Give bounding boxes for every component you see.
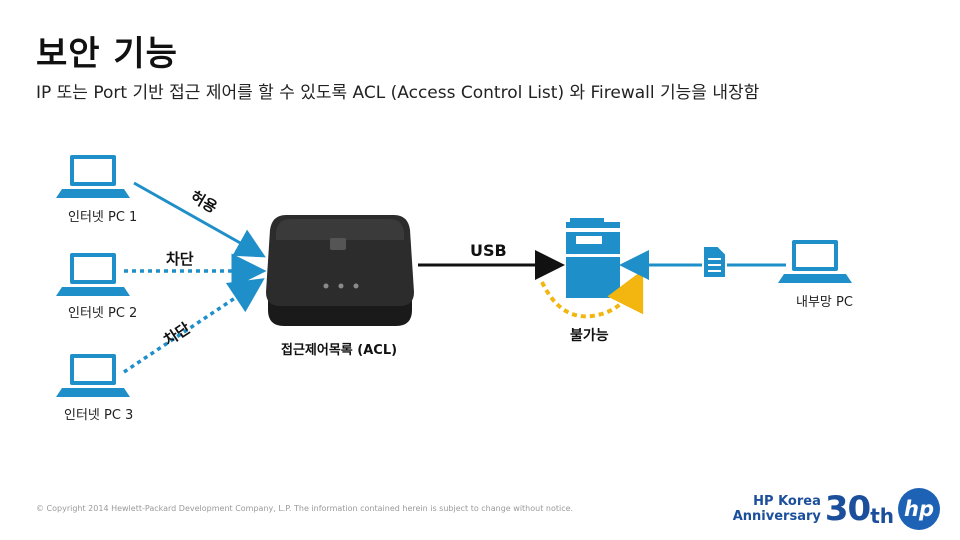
hp-logo-icon: hp	[898, 488, 940, 530]
copyright-text: © Copyright 2014 Hewlett-Packard Develop…	[36, 504, 574, 513]
document-icon	[702, 245, 727, 279]
logo-suffix: th	[870, 504, 894, 528]
allow-label: 허용	[187, 187, 220, 216]
allow-arrow	[133, 181, 266, 258]
logo-text: HP Korea Anniversary	[733, 494, 821, 524]
block-arrow-2	[123, 278, 265, 374]
logo-line1: HP Korea	[753, 494, 821, 509]
hp-mini-logo-icon	[330, 238, 346, 250]
logo-line2: Anniversary	[732, 509, 821, 524]
usb-label: USB	[470, 241, 507, 260]
pc1-label: 인터넷 PC 1	[68, 210, 137, 225]
pc3-label: 인터넷 PC 3	[64, 408, 133, 423]
page-title: 보안 기능	[36, 34, 178, 74]
internal-pc-label: 내부망 PC	[796, 295, 853, 310]
pc2-label: 인터넷 PC 2	[68, 306, 137, 321]
laptop-icon-pc2	[56, 253, 130, 296]
printer-label: 불가능	[570, 328, 609, 344]
printer-icon	[566, 218, 620, 298]
laptop-icon-pc3	[56, 354, 130, 397]
logo-number: 30	[824, 489, 871, 529]
print-server-device-icon	[266, 215, 414, 326]
block-label-1: 차단	[166, 250, 194, 268]
blocked-arc	[540, 269, 644, 319]
page-subtitle: IP 또는 Port 기반 접근 제어를 할 수 있도록 ACL (Access…	[36, 83, 760, 103]
device-label: 접근제어목록 (ACL)	[281, 342, 397, 358]
laptop-icon-pc1	[56, 155, 130, 198]
laptop-icon-internal-pc	[778, 240, 852, 283]
hp-korea-30th-logo: HP Korea Anniversary 30 th hp	[733, 486, 940, 532]
